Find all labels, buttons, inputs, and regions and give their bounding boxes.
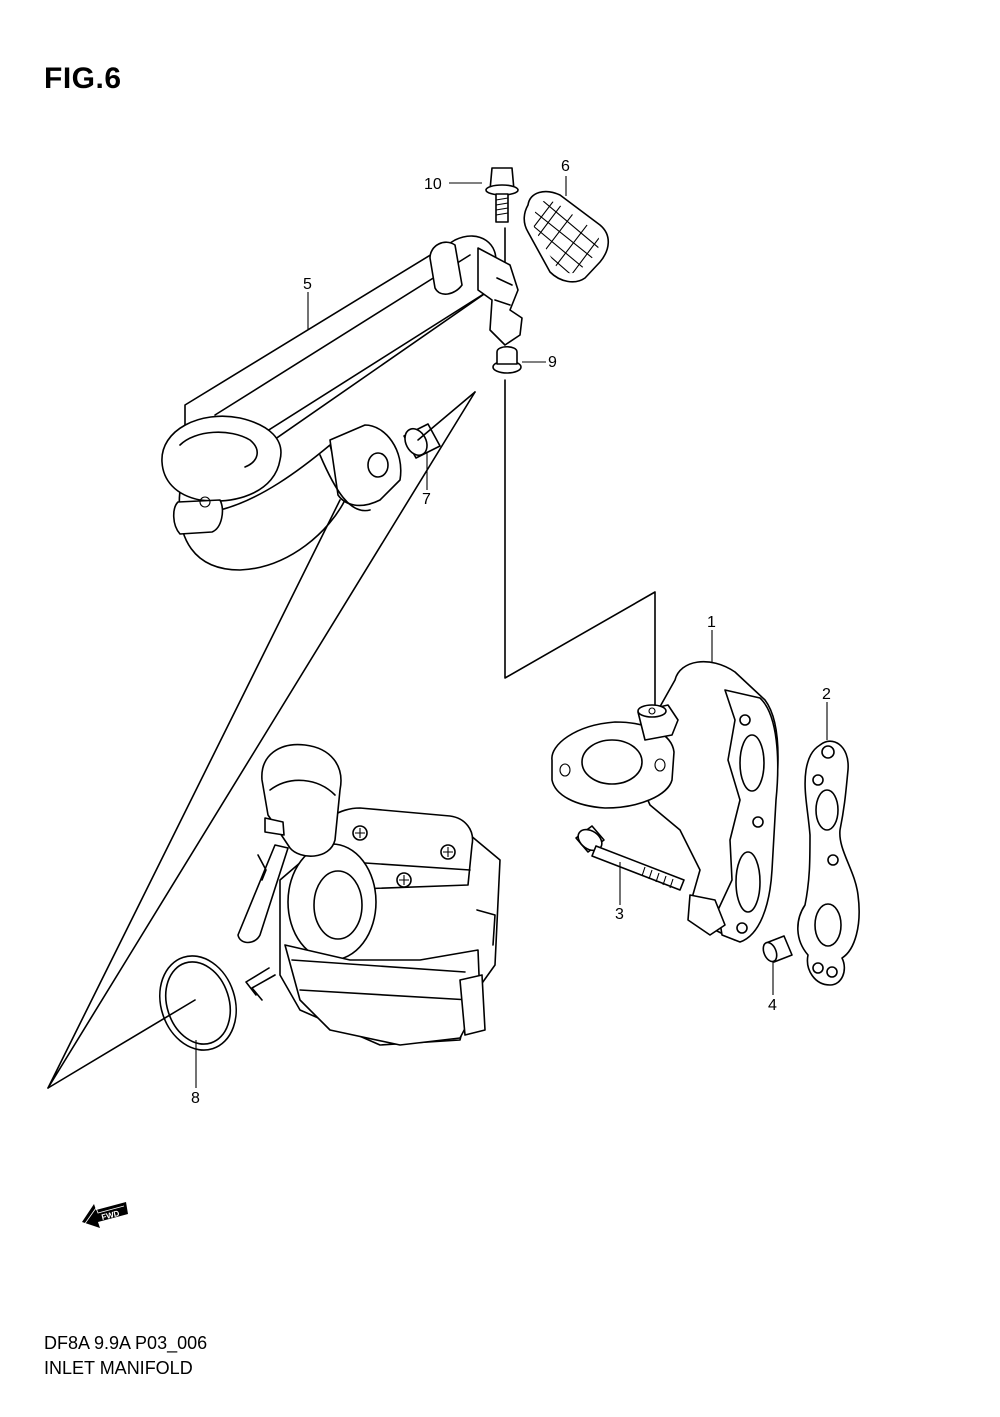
intake-screen[interactable] [520, 180, 635, 300]
dowel-pin-4[interactable] [761, 935, 793, 964]
part-label-1: 1 [707, 614, 716, 631]
part-label-3: 3 [615, 906, 624, 923]
fwd-label: FWD [101, 1209, 121, 1222]
part-label-10: 10 [424, 176, 442, 193]
bolt-3[interactable] [574, 825, 685, 891]
part-label-5: 5 [303, 276, 312, 293]
grommet-9[interactable] [492, 345, 522, 374]
collar-7[interactable] [401, 423, 441, 459]
carburetor [237, 743, 501, 1046]
leader-lines [195, 176, 828, 1088]
intake-silencer-pipe[interactable] [161, 235, 523, 571]
diagram-name: INLET MANIFOLD [44, 1358, 193, 1378]
part-label-4: 4 [768, 997, 777, 1014]
part-label-9: 9 [548, 354, 557, 371]
inlet-manifold[interactable] [551, 660, 779, 943]
figure-title: FIG.6 [44, 62, 122, 95]
bolt-10[interactable] [485, 167, 519, 223]
reference-lines [47, 227, 656, 1089]
part-label-8: 8 [191, 1090, 200, 1107]
diagram-code: DF8A 9.9A P03_006 [44, 1333, 208, 1353]
part-label-7: 7 [422, 491, 431, 508]
part-label-2: 2 [822, 686, 831, 703]
manifold-gasket[interactable] [797, 740, 860, 986]
fwd-arrow-icon: FWD [82, 1202, 128, 1228]
o-ring-8[interactable] [148, 946, 248, 1060]
part-label-6: 6 [561, 158, 570, 175]
